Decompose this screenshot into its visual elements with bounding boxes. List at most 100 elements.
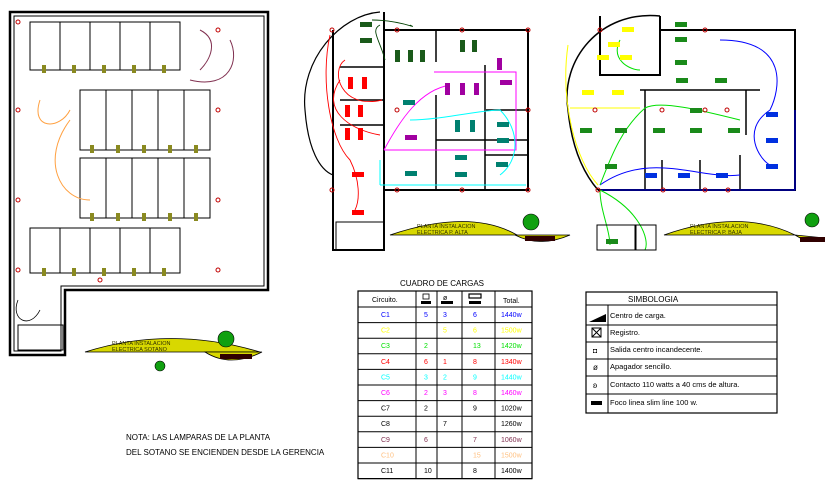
lamp [142, 213, 146, 221]
parking-stall [119, 227, 151, 274]
note-line2: DEL SOTANO SE ENCIENDEN DESDE LA GERENCI… [126, 448, 325, 457]
lamp [690, 128, 702, 133]
lamp [766, 164, 778, 169]
apagador-icon: ø [443, 295, 448, 302]
cell-b: 5 [443, 328, 447, 335]
upper-floor-plan [304, 11, 529, 251]
lamp [675, 60, 687, 65]
cell-c: 6 [473, 312, 477, 319]
parking-stall [79, 89, 107, 151]
lamp [615, 128, 627, 133]
outlet-icon [595, 187, 601, 193]
cell-c: 8 [473, 468, 477, 475]
outlet-icon [597, 27, 603, 33]
note-line1: NOTA: LAS LAMPARAS DE LA PLANTA [126, 433, 271, 442]
lamp [675, 37, 687, 42]
loads-table-title: CUADRO DE CARGAS [400, 279, 484, 288]
parking-stall [105, 157, 133, 219]
parking-stall [149, 227, 181, 274]
plan-label-line2: ELECTRICA P. ALTA [417, 230, 468, 236]
outlet-icon [660, 187, 666, 193]
cell-b: 3 [443, 312, 447, 319]
symbology-title: SIMBOLOGIA [628, 295, 679, 304]
plan-label-line1: PLANTA INSTALACION [690, 224, 749, 230]
parking-stall [59, 227, 91, 274]
outlet-icon [15, 267, 21, 273]
cell-a: 6 [424, 437, 428, 444]
cell-total: 1340w [501, 359, 523, 366]
lamp [766, 112, 778, 117]
header-total: Total. [503, 298, 520, 305]
lamp [460, 40, 465, 52]
lamp [675, 22, 687, 27]
outlet-icon [215, 107, 221, 113]
cell-total: 1400w [501, 468, 523, 475]
lamp [606, 239, 618, 244]
outlet-icon [725, 187, 731, 193]
cell-circuit: C10 [381, 452, 394, 459]
lamp [358, 105, 363, 117]
lamp [42, 268, 46, 276]
parking-stall [89, 21, 121, 71]
lamp [608, 42, 620, 47]
lamp [455, 155, 467, 160]
cell-circuit: C9 [381, 437, 390, 444]
header-underline [421, 301, 431, 304]
lamp [362, 77, 367, 89]
lamp [612, 90, 624, 95]
incandescent-outlet-icon: ◘ [593, 348, 597, 355]
lamp [360, 22, 372, 27]
header-circuit: Circuito. [372, 297, 398, 304]
cell-b: 2 [443, 374, 447, 381]
outlet-icon [215, 27, 221, 33]
cell-c: 9 [473, 374, 477, 381]
outlet-icon [15, 19, 21, 25]
outlet-icon [15, 197, 21, 203]
lamp [470, 120, 475, 132]
cell-total: 1420w [501, 343, 523, 350]
cell-c: 8 [473, 390, 477, 397]
parking-stall [105, 89, 133, 151]
upper-floor-lamps [329, 22, 531, 215]
parking-stall [89, 227, 121, 274]
cell-total: 1020w [501, 406, 523, 413]
lamp [168, 145, 172, 153]
outlet-icon [215, 267, 221, 273]
outlet-icon [329, 27, 335, 33]
cell-total: 1440w [501, 312, 523, 319]
cell-c: 8 [473, 359, 477, 366]
outlet-icon [459, 187, 465, 193]
lamp [352, 210, 364, 215]
lamp [474, 83, 479, 95]
lamp [497, 138, 509, 143]
foco-slim-line-icon [468, 293, 482, 299]
cell-total: 1440w [501, 374, 523, 381]
outlet-icon [394, 27, 400, 33]
cell-a: 3 [424, 374, 428, 381]
parking-stall [157, 157, 185, 219]
cell-circuit: C7 [381, 406, 390, 413]
lamp [582, 90, 594, 95]
contact-outlet-icon: ʚ [593, 381, 597, 390]
parking-stall [183, 157, 211, 219]
lamp [455, 172, 467, 177]
lamp [445, 83, 450, 95]
lamp [690, 108, 702, 113]
parking-stall [149, 21, 181, 71]
lamp [90, 213, 94, 221]
lamp [345, 105, 350, 117]
lamp [358, 128, 363, 140]
cell-circuit: C2 [381, 328, 390, 335]
cell-total: 1260w [501, 421, 523, 428]
cell-c: 9 [473, 406, 477, 413]
lamp [116, 213, 120, 221]
parking-stall [29, 21, 61, 71]
parking-stall [183, 89, 211, 151]
lamp [72, 268, 76, 276]
lamp [472, 40, 477, 52]
